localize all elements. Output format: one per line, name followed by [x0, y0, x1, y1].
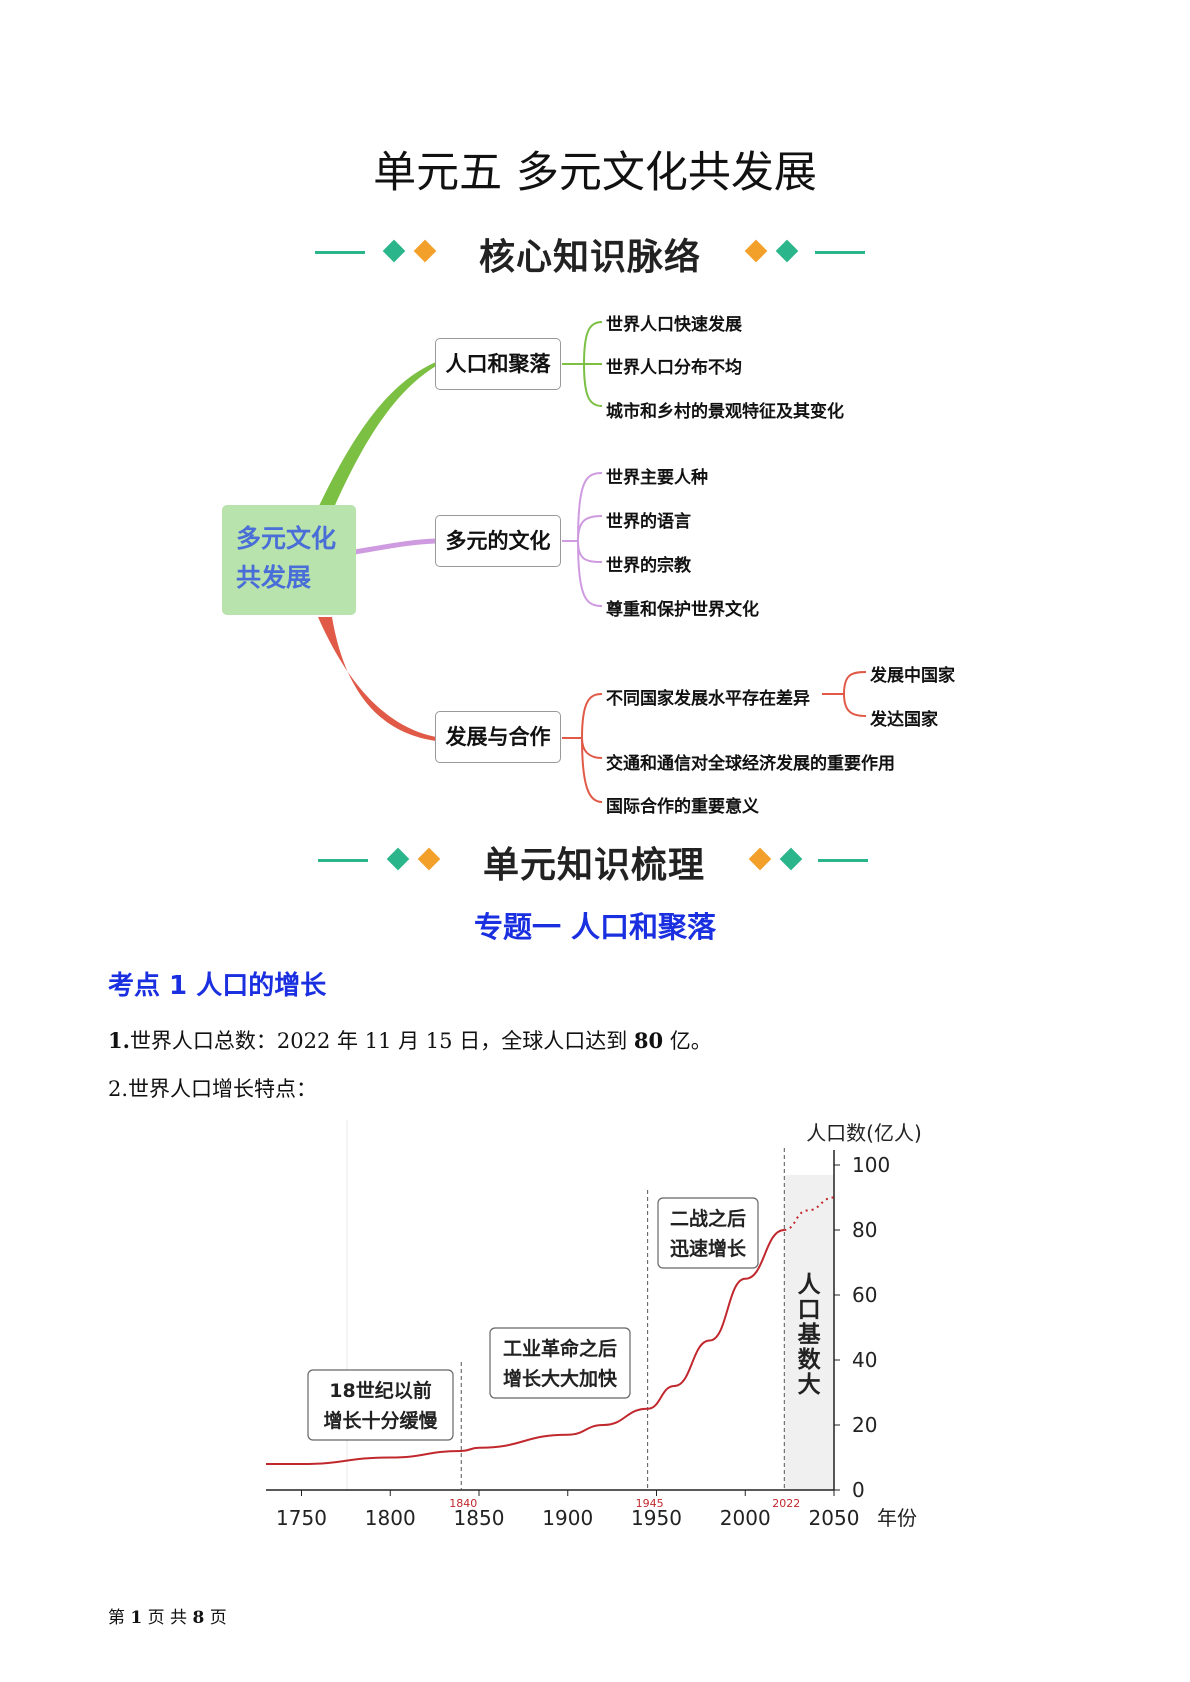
mindmap-leaf: 尊重和保护世界文化 [606, 600, 759, 620]
x-tick-label: 1850 [454, 1506, 505, 1530]
mindmap-root: 多元文化 共发展 [222, 505, 356, 615]
annotation-box [307, 1369, 454, 1441]
y-tick-label: 40 [852, 1348, 877, 1372]
x-tick-label: 1950 [631, 1506, 682, 1530]
banner-title: 核心知识脉络 [478, 237, 701, 278]
y-tick-label: 0 [852, 1478, 865, 1502]
annotation-text: 18世纪以前 [329, 1379, 431, 1402]
banner-line-right [818, 859, 868, 862]
mindmap-leaf: 世界主要人种 [606, 468, 708, 488]
shaded-label-char: 人 [798, 1272, 822, 1298]
shaded-label-char: 大 [798, 1372, 821, 1398]
shaded-label-char: 基 [798, 1322, 822, 1348]
diamond-icon [386, 847, 410, 871]
mindmap-root-line: 共发展 [236, 563, 312, 592]
annotation-text: 二战之后 [670, 1207, 746, 1230]
footer-page-total: 8 [192, 1608, 205, 1628]
section-banner-unit: 单元知识梳理 [300, 830, 880, 890]
mindmap-leaf: 国际合作的重要意义 [606, 797, 759, 817]
footer-text: 页 共 [142, 1608, 193, 1628]
banner-line-left [315, 251, 365, 254]
mindmap-root-line: 多元文化 [236, 524, 337, 553]
footer-text: 页 [204, 1608, 227, 1628]
annotation-box [489, 1327, 631, 1399]
population-line [265, 1229, 785, 1465]
mindmap-subleaf: 发达国家 [870, 710, 938, 730]
paragraph-number: 1. [108, 1028, 130, 1053]
footer-page-number: 1 [130, 1608, 143, 1628]
shaded-region [784, 1175, 834, 1490]
marker-label: 1840 [449, 1497, 477, 1510]
diamond-icon [779, 847, 803, 871]
x-tick-label: 1750 [276, 1506, 327, 1530]
shaded-label-char: 数 [798, 1347, 822, 1373]
banner-line-left [318, 859, 368, 862]
x-tick-label: 2050 [809, 1506, 860, 1530]
y-tick-label: 60 [852, 1283, 877, 1307]
mindmap-branch-development: 发展与合作 [435, 711, 561, 763]
section-heading: 考点 1 人口的增长 [108, 971, 327, 1001]
mindmap-branch-culture: 多元的文化 [435, 515, 561, 567]
banner-line-right [815, 251, 865, 254]
paragraph-2: 2.世界人口增长特点： [108, 1077, 318, 1101]
paragraph-text: 世界人口总数：2022 年 11 月 15 日，全球人口达到 [129, 1029, 634, 1053]
annotation-text: 增长大大加快 [503, 1367, 618, 1390]
marker-label: 2022 [772, 1497, 800, 1510]
x-tick-label: 1800 [365, 1506, 416, 1530]
mindmap-leaf: 世界人口快速发展 [606, 315, 742, 335]
annotation-text: 增长十分缓慢 [323, 1409, 438, 1432]
mindmap-leaf: 不同国家发展水平存在差异 [606, 689, 810, 709]
mindmap-leaf: 世界人口分布不均 [606, 358, 742, 378]
y-tick-label: 80 [852, 1218, 877, 1242]
page-title: 单元五 多元文化共发展 [373, 148, 817, 198]
population-chart: 1750 1800 1850 1900 1950 2000 2050 年份 0 20 40 60 80 1… [265, 1120, 922, 1530]
paragraph-tail: 亿。 [663, 1029, 712, 1053]
topic-heading: 专题一 人口和聚落 [473, 910, 717, 944]
mindmap-branch-population: 人口和聚落 [435, 338, 561, 390]
mindmap-subleaf: 发展中国家 [870, 666, 955, 686]
section-banner-core: 核心知识脉络 [300, 222, 880, 282]
population-value: 80 [633, 1028, 664, 1053]
x-axis-label: 年份 [877, 1506, 917, 1530]
mindmap-leaf: 交通和通信对全球经济发展的重要作用 [606, 754, 895, 774]
page-footer: 第 1 页 共 8 页 [108, 1603, 227, 1628]
paragraph-1: 1.世界人口总数：2022 年 11 月 15 日，全球人口达到 80 亿。 [108, 1025, 712, 1055]
annotation-text: 迅速增长 [670, 1237, 747, 1260]
x-tick-label: 1900 [542, 1506, 593, 1530]
x-tick-label: 2000 [720, 1506, 771, 1530]
annotation-text: 工业革命之后 [503, 1337, 617, 1360]
mindmap-leaf: 城市和乡村的景观特征及其变化 [606, 402, 844, 422]
annotation-box [657, 1197, 759, 1269]
y-tick-label: 100 [852, 1153, 890, 1177]
marker-label: 1945 [636, 1497, 664, 1510]
y-axis-label: 人口数(亿人) [806, 1121, 922, 1145]
mindmap-connectors [318, 321, 867, 803]
footer-text: 第 [108, 1608, 131, 1628]
mindmap-leaf: 世界的宗教 [606, 556, 691, 576]
banner-title: 单元知识梳理 [482, 845, 705, 886]
shaded-label-char: 口 [798, 1297, 821, 1323]
y-tick-label: 20 [852, 1413, 877, 1437]
mindmap-leaf: 世界的语言 [606, 512, 691, 532]
projection-line [784, 1196, 835, 1231]
